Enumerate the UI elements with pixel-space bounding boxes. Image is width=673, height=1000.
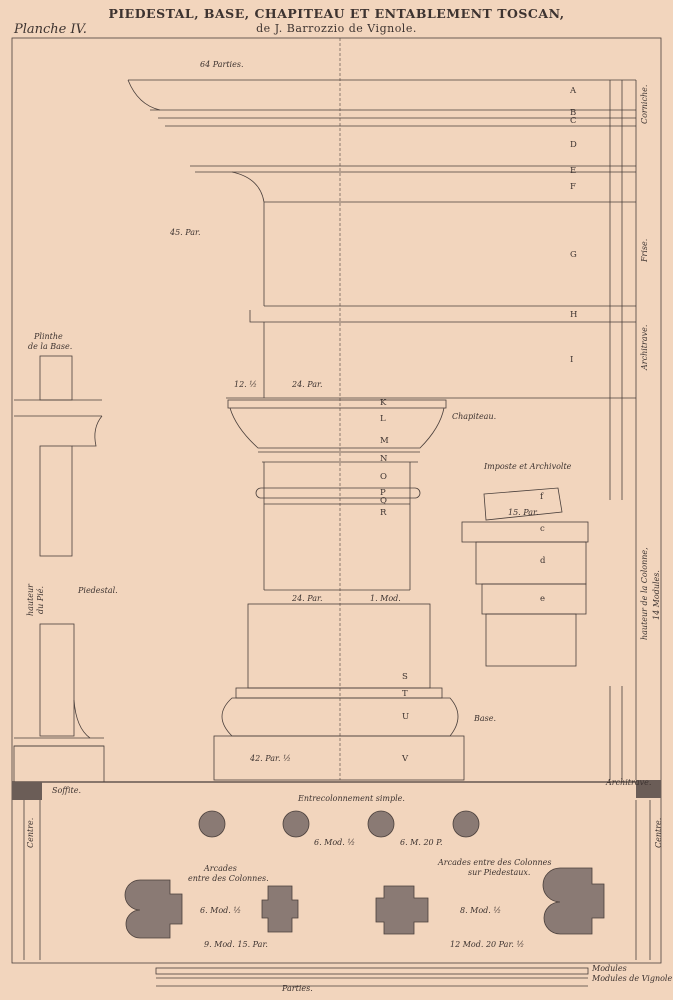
soffite-label: Soffite. <box>52 786 82 795</box>
plinthe-label: Plinthe <box>34 332 63 341</box>
letter-a: A <box>570 86 577 96</box>
imposte-letter-c: c <box>540 524 545 534</box>
dim-6-m-20-p: 6. M. 20 P. <box>400 838 443 847</box>
scale-modules: Modules <box>592 964 627 973</box>
dim-24-par-bottom: 24. Par. <box>292 594 323 603</box>
hauteur-colonne-label: hauteur de la Colonne, <box>640 547 649 640</box>
dim-8-mod: 8. Mod. ½ <box>460 906 502 915</box>
imposte-detail <box>461 487 589 667</box>
plinthe-label-2: de la Base. <box>28 342 73 351</box>
letter-p: P <box>380 488 386 498</box>
corniche-label: Corniche. <box>640 84 649 124</box>
dim-45-par: 45. Par. <box>170 228 201 237</box>
chapiteau-label: Chapiteau. <box>452 412 497 421</box>
letter-k: K <box>380 398 387 408</box>
letter-v: V <box>402 754 409 764</box>
plate-number: Planche IV. <box>14 22 87 37</box>
letter-q: Q <box>380 496 387 506</box>
dim-9-mod: 9. Mod. 15. Par. <box>204 940 268 949</box>
letter-c: C <box>570 116 577 126</box>
architrave-side-label: Architrave. <box>640 324 649 370</box>
letter-h: H <box>570 310 578 320</box>
column-plans <box>198 810 480 838</box>
page-title: PIEDESTAL, BASE, CHAPITEAU ET ENTABLEMEN… <box>108 6 565 21</box>
arcades-label: Arcades <box>204 864 237 873</box>
arcades-p-label-2: sur Piedestaux. <box>468 868 531 877</box>
dim-6-mod: 6. Mod. ½ <box>314 838 356 847</box>
letter-i: I <box>570 355 574 365</box>
capital <box>227 399 447 591</box>
imposte-letter-e: e <box>540 594 546 604</box>
dim-arcade-6-mod: 6. Mod. ½ <box>200 906 242 915</box>
pedestal-detail <box>13 623 105 783</box>
dim-12-mod: 12 Mod. 20 Par. ½ <box>450 940 525 949</box>
letter-u: U <box>402 712 410 722</box>
plinth-detail <box>14 355 103 557</box>
letter-e: E <box>570 166 577 176</box>
centre-label-left: Centre. <box>26 817 35 848</box>
entablature <box>127 79 636 399</box>
imposte-letter-f: f <box>540 492 544 502</box>
dim-12-half: 12. ½ <box>234 380 258 389</box>
entrecolonnement-label: Entrecolonnement simple. <box>298 794 405 803</box>
dim-15-par: 15. Par. <box>508 508 539 517</box>
arcades-label-2: entre des Colonnes. <box>188 874 269 883</box>
letter-d: D <box>570 140 577 150</box>
letter-t: T <box>402 689 408 699</box>
base-pedestal <box>213 603 465 781</box>
scale-vignole: Modules de Vignole. <box>592 974 673 983</box>
centre-label-right: Centre. <box>654 817 663 848</box>
hauteur-label-2: du Pié. <box>36 585 45 614</box>
hauteur-label: hauteur <box>26 584 35 616</box>
letter-l: L <box>380 414 386 424</box>
page-subtitle: de J. Barrozzio de Vignole. <box>256 22 417 35</box>
letter-g: G <box>570 250 577 260</box>
dim-1-mod: 1. Mod. <box>370 594 401 603</box>
imposte-letter-d: d <box>540 556 546 566</box>
scale-parties: Parties. <box>282 984 313 993</box>
imposte-label: Imposte et Archivolte <box>484 462 572 471</box>
dim-24-par-top: 24. Par. <box>292 380 323 389</box>
architrave-label: Architrave. <box>606 778 652 787</box>
frise-label: Frise. <box>640 238 649 262</box>
dim-42-par: 42. Par. ½ <box>250 754 291 763</box>
frame-border <box>11 37 662 964</box>
letter-n: N <box>380 454 388 464</box>
base-label: Base. <box>474 714 497 723</box>
pier-plans <box>124 867 605 939</box>
dim-64-parties: 64 Parties. <box>200 60 244 69</box>
modules-colonne-label: 14 Modules. <box>652 570 661 620</box>
letter-f: F <box>570 182 576 192</box>
letter-o: O <box>380 472 387 482</box>
piedestal-label: Piedestal. <box>78 586 118 595</box>
scale-bars <box>155 967 589 987</box>
letter-s: S <box>402 672 408 682</box>
letter-m: M <box>380 436 389 446</box>
letter-b: B <box>570 108 577 118</box>
arcades-p-label: Arcades entre des Colonnes <box>438 858 552 867</box>
letter-r: R <box>380 508 387 518</box>
